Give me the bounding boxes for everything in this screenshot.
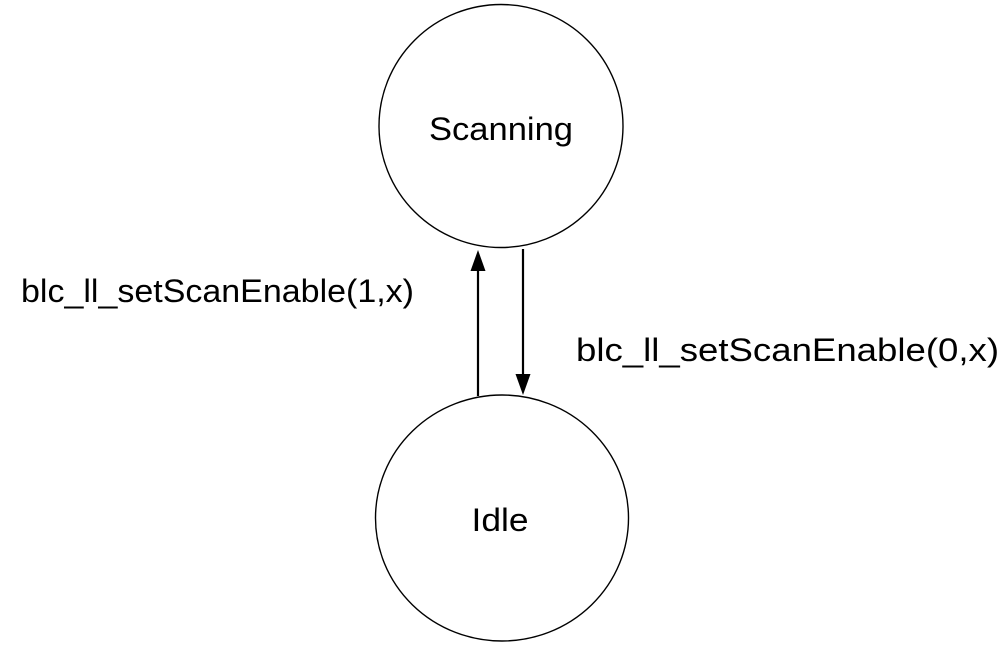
state-label-idle: Idle xyxy=(472,502,529,538)
transition-scanning-to-idle xyxy=(515,249,531,395)
state-label-scanning: Scanning xyxy=(429,111,573,147)
state-node-scanning xyxy=(378,3,624,249)
transition-idle-to-scanning xyxy=(470,250,486,396)
state-node-idle xyxy=(374,394,630,642)
transition-label-enable: blc_ll_setScanEnable(1,x) xyxy=(21,273,414,309)
transition-label-disable: blc_ll_setScanEnable(0,x) xyxy=(576,332,999,368)
arrowhead-down-icon xyxy=(515,374,531,395)
arrowhead-up-icon xyxy=(470,250,486,271)
